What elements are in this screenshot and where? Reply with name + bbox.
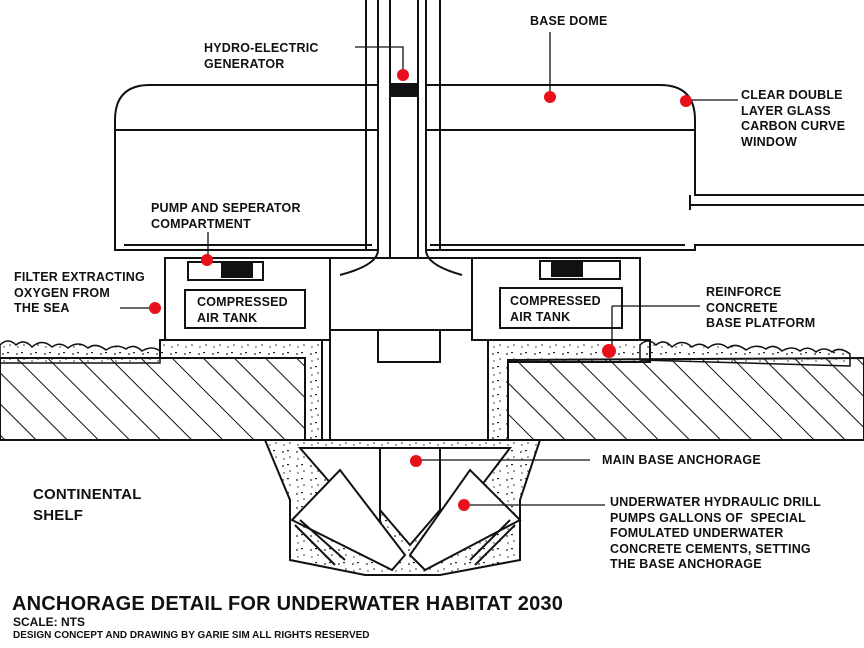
marker-pump xyxy=(201,254,213,266)
compressed-air-tank-right xyxy=(499,287,623,329)
central-shaft xyxy=(365,0,441,258)
dome-left xyxy=(114,84,378,251)
marker-window xyxy=(680,95,692,107)
label-platform: REINFORCE CONCRETE BASE PLATFORM xyxy=(706,285,816,330)
compressed-air-tank-left xyxy=(184,289,306,329)
label-tank-right: COMPRESSED AIR TANK xyxy=(510,294,601,324)
marker-filter xyxy=(149,302,161,314)
label-pump: PUMP AND SEPERATOR COMPARTMENT xyxy=(151,201,301,231)
rocks-right xyxy=(639,340,851,367)
marker-anchorage xyxy=(410,455,422,467)
marker-generator xyxy=(397,69,409,81)
main-base-anchorage xyxy=(263,439,542,576)
drawing-credit: DESIGN CONCEPT AND DRAWING BY GARIE SIM … xyxy=(13,630,370,641)
hydro-electric-generator xyxy=(390,83,418,97)
label-window: CLEAR DOUBLE LAYER GLASS CARBON CURVE WI… xyxy=(741,88,846,149)
drawing-title: ANCHORAGE DETAIL FOR UNDERWATER HABITAT … xyxy=(12,593,564,615)
marker-platform xyxy=(602,344,616,358)
marker-dome xyxy=(544,91,556,103)
label-generator: HYDRO-ELECTRIC GENERATOR xyxy=(204,41,319,71)
marker-dots xyxy=(149,69,692,511)
label-drill: UNDERWATER HYDRAULIC DRILL PUMPS GALLONS… xyxy=(610,495,821,571)
central-pedestal xyxy=(329,257,489,441)
seabed-right xyxy=(507,356,864,441)
label-continental-shelf: CONTINENTAL SHELF xyxy=(33,486,142,524)
label-tank-left: COMPRESSED AIR TANK xyxy=(197,295,288,325)
label-base-dome: BASE DOME xyxy=(530,14,608,28)
label-filter: FILTER EXTRACTING OXYGEN FROM THE SEA xyxy=(14,270,145,315)
label-anchorage: MAIN BASE ANCHORAGE xyxy=(602,453,761,467)
drawing-scale: SCALE: NTS xyxy=(13,615,85,629)
marker-drill xyxy=(458,499,470,511)
seabed-left xyxy=(0,357,306,441)
rocks-left xyxy=(0,340,161,364)
